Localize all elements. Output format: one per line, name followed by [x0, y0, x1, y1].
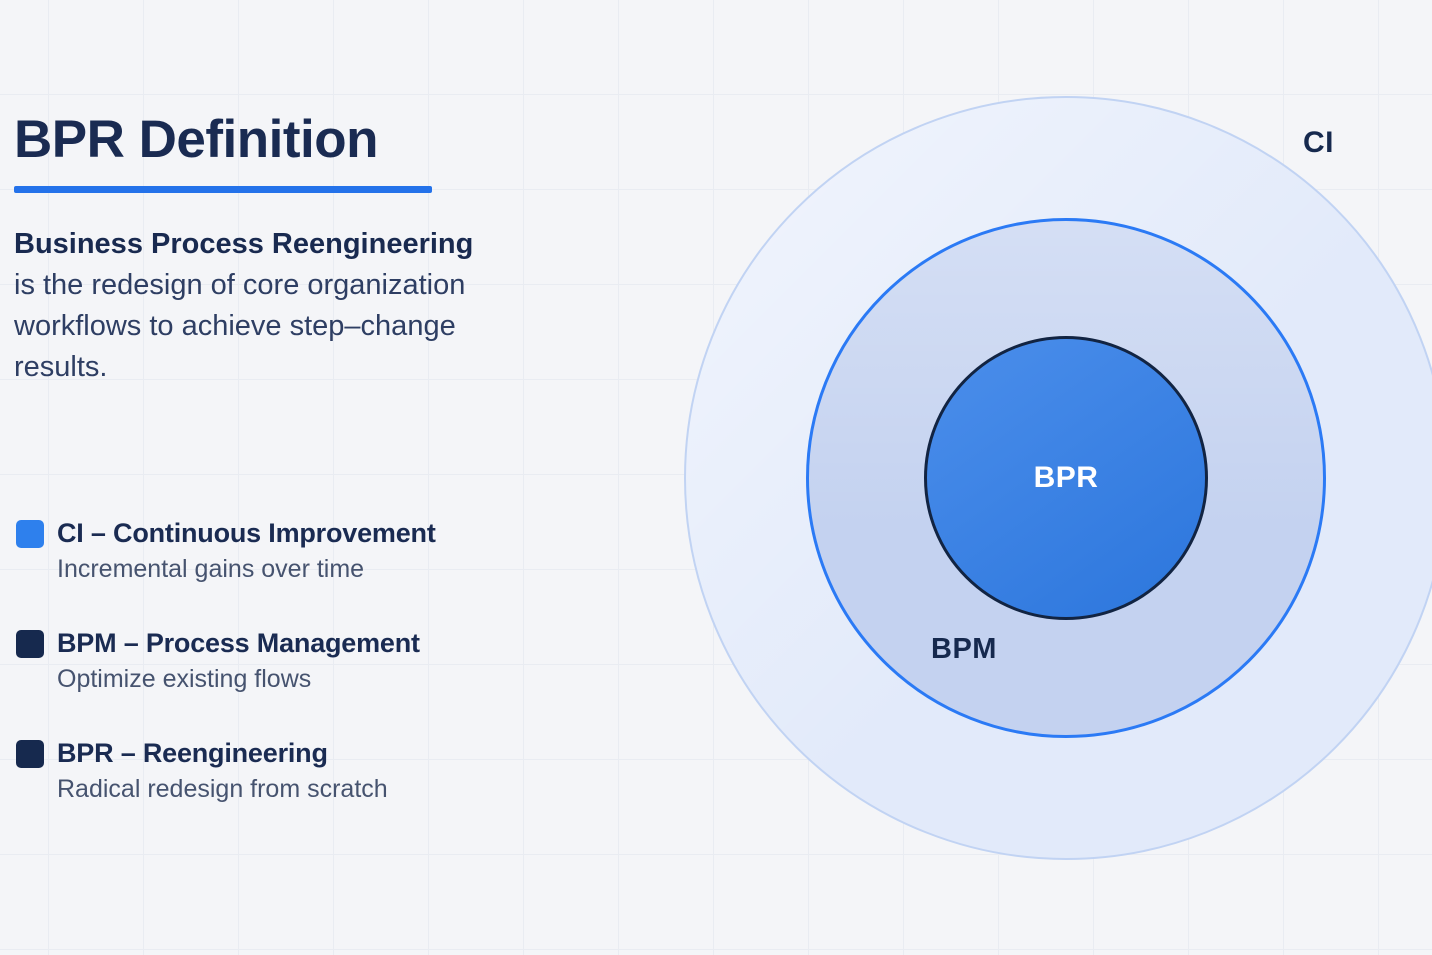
legend-swatch-bpm	[16, 630, 44, 658]
legend-swatch-ci	[16, 520, 44, 548]
legend-term-bpr: BPR – Reengineering	[57, 738, 328, 768]
text-column: BPR Definition Business Process Reengine…	[14, 110, 544, 417]
page-title: BPR Definition	[14, 110, 378, 169]
definition-lead: Business Process Reengineering	[14, 228, 474, 261]
bpr-circle-label: BPR	[1033, 461, 1099, 494]
bpr-inner-circle: BPR	[924, 336, 1208, 620]
bpm-circle-label: BPM	[931, 633, 997, 665]
title-underline	[14, 186, 432, 194]
legend-item-ci: CI – Continuous Improvement Incremental …	[16, 516, 536, 585]
definition-paragraph: Business Process Reengineering is the re…	[14, 224, 524, 388]
ci-circle-label: CI	[1303, 126, 1334, 159]
legend-term-ci: CI – Continuous Improvement	[57, 518, 436, 548]
legend-desc-bpr: Radical redesign from scratch	[57, 775, 388, 803]
legend: CI – Continuous Improvement Incremental …	[16, 516, 536, 846]
legend-item-bpr: BPR – Reengineering Radical redesign fro…	[16, 736, 536, 805]
legend-desc-ci: Incremental gains over time	[57, 555, 365, 583]
definition-body: is the redesign of core organization wor…	[14, 269, 466, 384]
legend-desc-bpm: Optimize existing flows	[57, 665, 312, 693]
legend-term-bpm: BPM – Process Management	[57, 628, 420, 658]
legend-swatch-bpr	[16, 740, 44, 768]
legend-item-bpm: BPM – Process Management Optimize existi…	[16, 626, 536, 695]
